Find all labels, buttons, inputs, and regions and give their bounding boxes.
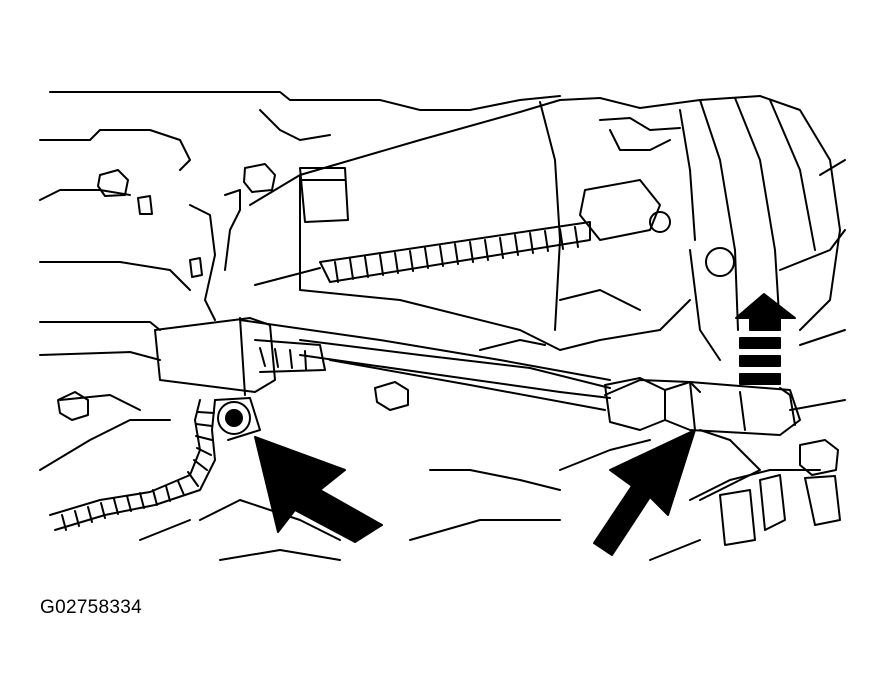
left-sensor-connector: [154, 317, 326, 441]
wiring-harness-lines: [239, 319, 701, 411]
pointer-arrow-left-sensor: [254, 436, 383, 543]
upper-left-bolts: [97, 163, 349, 321]
intake-duct: [249, 95, 841, 361]
wiring-loom: [49, 399, 216, 531]
figure-id-label: G02758334: [40, 597, 143, 618]
up-arrow-indicator: [735, 293, 796, 385]
pointer-arrow-right-sensor: [593, 429, 696, 556]
engine-background-outlines: [39, 91, 846, 561]
lower-bolts: [57, 381, 841, 546]
right-sensor-connector: [604, 377, 801, 436]
throttle-spring-cable: [254, 221, 591, 286]
